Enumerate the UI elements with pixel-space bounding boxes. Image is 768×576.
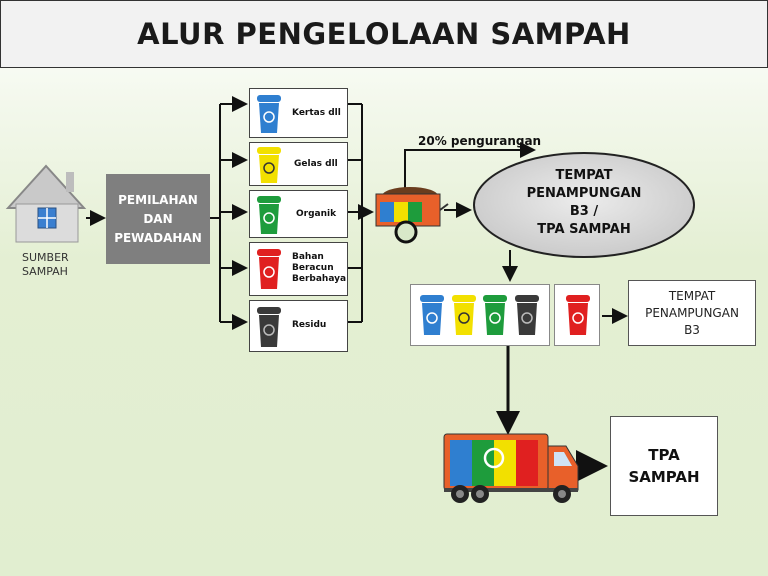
reduction-label: 20% pengurangan	[418, 134, 542, 148]
collection-point-label: TEMPAT PENAMPUNGAN B3 / TPA SAMPAH	[526, 168, 642, 237]
title-bar: ALUR PENGELOLAAN SAMPAH	[0, 0, 768, 68]
sorting-line2: DAN	[143, 211, 173, 226]
red-bin-icon	[257, 249, 281, 289]
b3-storage-box: TEMPAT PENAMPUNGAN B3	[628, 280, 756, 346]
red-bin-box	[554, 284, 600, 346]
sorting-line3: PEWADAHAN	[114, 230, 202, 245]
bin-label-paper: Kertas dll	[292, 108, 341, 118]
bin-box-paper: Kertas dll	[249, 88, 348, 138]
arrow-reduction	[404, 142, 536, 188]
bin-row-icons	[420, 295, 539, 335]
green-bin-icon	[257, 196, 281, 234]
bin-label-hazardous: Bahan Beracun Berbahaya	[292, 252, 347, 284]
sorting-line1: PEMILAHAN	[118, 192, 198, 207]
black-bin-icon	[257, 307, 281, 347]
sorted-bins-box	[410, 284, 550, 346]
blue-bin-icon	[420, 295, 444, 335]
bin-box-glass: Gelas dll	[249, 142, 348, 186]
bin-label-residue: Residu	[292, 320, 327, 330]
landfill-box: TPA SAMPAH	[610, 416, 718, 516]
source-label: SUMBER SAMPAH	[22, 251, 69, 278]
yellow-bin-icon	[452, 295, 476, 335]
yellow-bin-icon	[257, 147, 281, 183]
green-bin-icon	[483, 295, 507, 335]
black-bin-icon	[515, 295, 539, 335]
red-bin-icon	[566, 295, 590, 335]
sorting-box: PEMILAHAN DAN PEWADAHAN	[106, 174, 210, 264]
blue-bin-icon	[257, 95, 281, 133]
bin-label-glass: Gelas dll	[294, 159, 338, 169]
bin-label-organic: Organik	[296, 209, 337, 219]
bin-box-residue: Residu	[249, 300, 348, 352]
bin-box-organic: Organik	[249, 190, 348, 238]
page-title: ALUR PENGELOLAAN SAMPAH	[137, 17, 631, 51]
bin-box-hazardous: Bahan Beracun Berbahaya	[249, 242, 348, 296]
